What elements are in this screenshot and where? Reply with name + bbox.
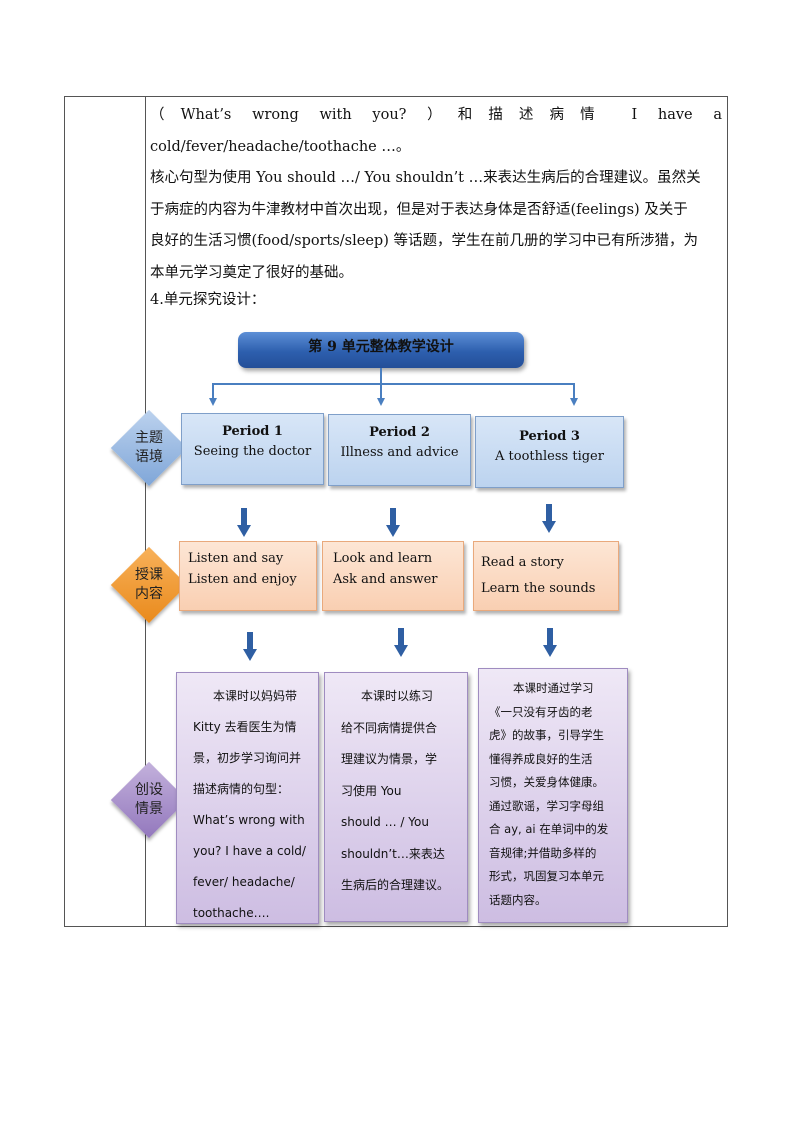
scene-line: 虎》的故事，引导学生 <box>489 728 604 742</box>
period-title: Period 1 <box>222 424 283 439</box>
intro-paragraph: （What’s wrong with you? ）和描述病情 I have a … <box>150 100 722 289</box>
period-box-1: Period 1 Seeing the doctor <box>181 413 324 485</box>
down-arrow-icon <box>386 508 400 538</box>
scene-line: 本课时以妈妈带 <box>213 689 298 703</box>
intro-line: 良好的生活习惯(food/sports/sleep) 等话题，学生在前几册的学习… <box>150 233 698 249</box>
scene-line: 景，初步学习询问并 <box>193 751 302 765</box>
scene-line: 习惯，关爱身体健康。 <box>489 775 604 789</box>
row-label-text: 语境 <box>135 449 163 465</box>
row-label-text: 授课 <box>135 567 163 583</box>
scene-line: 《一只没有牙齿的老 <box>489 704 593 719</box>
diagram-title: 第 9 单元整体教学设计 <box>238 332 524 368</box>
down-arrow-icon <box>543 628 557 658</box>
scene-line: fever/ headache/ <box>193 875 295 889</box>
period-box-3: Period 3 A toothless tiger <box>475 416 624 488</box>
scene-box-1: 本课时以妈妈带 Kitty 去看医生为情 景，初步学习询问并 描述病情的句型： … <box>176 672 319 924</box>
intro-line: 本单元学习奠定了很好的基础。 <box>150 264 353 281</box>
intro-line: 核心句型为使用 You should …/ You shouldn’t …来表达… <box>150 170 701 186</box>
scene-line: 给不同病情提供合 <box>341 720 438 735</box>
row-label-text: 主题 <box>135 430 163 446</box>
scene-line: Kitty 去看医生为情 <box>193 720 297 734</box>
row-label-text: 内容 <box>135 586 163 602</box>
period-subtitle: Illness and advice <box>340 445 459 460</box>
period-subtitle: A toothless tiger <box>495 449 604 464</box>
scene-box-3: 本课时通过学习 《一只没有牙齿的老 虎》的故事，引导学生 懂得养成良好的生活 习… <box>478 668 628 923</box>
content-line: Listen and enjoy <box>188 572 297 587</box>
connector-vertical <box>380 368 382 384</box>
connector-drop-1 <box>212 383 214 399</box>
down-arrow-icon <box>394 628 408 658</box>
connector-arrow-1 <box>209 398 217 406</box>
table-frame <box>64 96 728 927</box>
period-title: Period 2 <box>369 425 430 440</box>
content-box-3: Read a story Learn the sounds <box>473 541 619 611</box>
scene-line: What’s wrong with <box>193 813 305 827</box>
intro-line: 于病症的内容为牛津教材中首次出现，但是对于表达身体是否舒适(feelings) … <box>150 201 688 218</box>
section-heading: 4.单元探究设计： <box>150 292 266 308</box>
scene-line: 懂得养成良好的生活 <box>489 751 593 766</box>
connector-arrow-2 <box>377 398 385 406</box>
scene-line: 生病后的合理建议。 <box>341 878 450 892</box>
row-label-scene: 创设情景 <box>110 761 188 839</box>
scene-line: 合 ay, ai 在单词中的发 <box>489 822 609 836</box>
scene-line: shouldn’t…来表达 <box>341 846 445 861</box>
row-label-theme: 主题语境 <box>110 409 188 487</box>
row-label-content: 授课内容 <box>110 546 188 624</box>
connector-arrow-3 <box>570 398 578 406</box>
scene-line: 习使用 You <box>341 783 402 798</box>
intro-line: （What’s wrong with you? ）和描述病情 I have a … <box>150 107 722 155</box>
connector-horizontal <box>212 383 575 385</box>
scene-line: 本课时通过学习 <box>513 681 594 695</box>
scene-line: toothache…. <box>193 906 270 920</box>
period-subtitle: Seeing the doctor <box>193 444 312 459</box>
down-arrow-icon <box>243 632 257 662</box>
scene-line: 理建议为情景，学 <box>341 752 438 766</box>
scene-line: 本课时以练习 <box>361 689 434 703</box>
down-arrow-icon <box>542 504 556 534</box>
scene-line: you? I have a cold/ <box>193 844 306 858</box>
down-arrow-icon <box>237 508 251 538</box>
content-line: Read a story <box>481 555 564 570</box>
scene-line: 描述病情的句型： <box>193 782 290 796</box>
content-line: Learn the sounds <box>481 581 596 596</box>
scene-box-2: 本课时以练习 给不同病情提供合 理建议为情景，学 习使用 You should … <box>324 672 468 922</box>
content-line: Ask and answer <box>333 572 438 587</box>
connector-drop-2 <box>380 383 382 399</box>
scene-line: 通过歌谣，学习字母组 <box>489 798 604 813</box>
scene-line: 形式，巩固复习本单元 <box>489 869 604 883</box>
row-label-text: 创设 <box>135 782 163 798</box>
row-label-text: 情景 <box>135 801 163 817</box>
scene-line: 话题内容。 <box>489 892 547 907</box>
column-divider <box>145 96 146 927</box>
connector-drop-3 <box>573 383 575 399</box>
period-box-2: Period 2 Illness and advice <box>328 414 471 486</box>
content-line: Look and learn <box>333 551 433 566</box>
period-title: Period 3 <box>519 429 580 444</box>
scene-line: should … / You <box>341 815 429 829</box>
content-box-1: Listen and say Listen and enjoy <box>179 541 317 611</box>
scene-line: 音规律;并借助多样的 <box>489 845 597 860</box>
content-line: Listen and say <box>188 551 284 566</box>
content-box-2: Look and learn Ask and answer <box>322 541 464 611</box>
